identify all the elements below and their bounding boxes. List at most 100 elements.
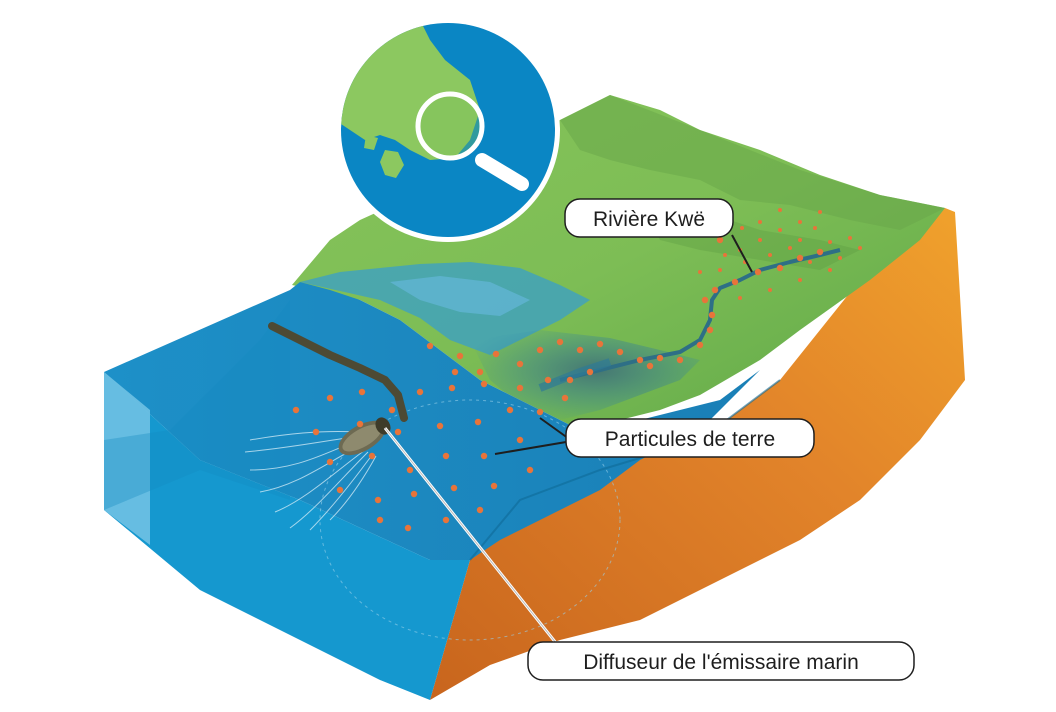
soil-particle: [740, 226, 744, 230]
soil-particle: [701, 296, 709, 304]
soil-particle: [456, 352, 464, 360]
soil-particle: [738, 296, 742, 300]
sea-front-face: [104, 372, 470, 700]
river-label: Rivière Kwë: [593, 208, 705, 231]
diffuser: [338, 417, 391, 456]
river-callout: Rivière Kwë: [564, 198, 734, 238]
particles-label: Particules de terre: [605, 428, 775, 451]
soil-particle: [646, 362, 654, 370]
soil-particle: [480, 380, 488, 388]
soil-particle: [656, 354, 664, 362]
soil-particle: [828, 268, 832, 272]
soil-particle: [506, 406, 514, 414]
soil-particle: [778, 228, 782, 232]
soil-particle: [492, 350, 500, 358]
soil-particle: [838, 256, 842, 260]
soil-particle: [476, 506, 484, 514]
soil-particle: [388, 406, 396, 414]
soil-particle: [586, 368, 594, 376]
diffuser-callout: Diffuseur de l'émissaire marin: [527, 641, 915, 681]
mountain-relief: [560, 95, 945, 230]
soil-particle: [828, 240, 832, 244]
soil-particle: [448, 384, 456, 392]
soil-particle: [768, 253, 772, 257]
soil-particle: [776, 264, 784, 272]
soil-particle: [596, 340, 604, 348]
soil-particle: [616, 348, 624, 356]
soil-particle: [544, 376, 552, 384]
soil-particle: [474, 418, 482, 426]
soil-particle: [451, 368, 459, 376]
diffuser-jets: [244, 430, 377, 531]
particles-callout: Particules de terre: [565, 418, 815, 458]
soil-particle: [406, 466, 414, 474]
soil-particle: [442, 516, 450, 524]
soil-particle: [516, 360, 524, 368]
seafloor-slope: [104, 300, 290, 510]
soil-particle: [490, 482, 498, 490]
soil-particle: [426, 342, 434, 350]
soil-particle: [516, 436, 524, 444]
soil-particle: [718, 268, 722, 272]
kwe-river-mouth: [538, 358, 612, 392]
soil-particle: [708, 311, 716, 319]
soil-particles: [292, 208, 862, 532]
soil-particle: [711, 286, 719, 294]
soil-particle: [516, 384, 524, 392]
soil-particle: [404, 524, 412, 532]
soil-particle: [376, 516, 384, 524]
sea-surface: [104, 282, 760, 560]
shallow-bay: [300, 262, 590, 355]
river-leader-line: [731, 234, 753, 273]
soil-particle: [813, 226, 817, 230]
soil-particle: [450, 484, 458, 492]
inset-islands: [364, 135, 404, 178]
inner-bay: [390, 276, 530, 316]
soil-particle: [336, 486, 344, 494]
soil-particle: [566, 376, 574, 384]
soil-particle: [556, 338, 564, 346]
soil-particle: [706, 326, 714, 334]
soil-particle: [788, 246, 792, 250]
diffuser-leader-line: [383, 427, 562, 649]
soil-particle: [731, 278, 739, 286]
particles-leader-line: [494, 440, 573, 455]
soil-particle: [716, 236, 724, 244]
soil-particle: [368, 452, 376, 460]
diffuser-label: Diffuseur de l'émissaire marin: [583, 651, 859, 674]
location-map-magnifier-icon: [336, 18, 560, 242]
soil-particle: [326, 458, 334, 466]
soil-particle: [292, 406, 300, 414]
soil-particle: [476, 368, 484, 376]
soil-particle: [312, 428, 320, 436]
soil-particle: [818, 210, 822, 214]
soil-particle: [796, 254, 804, 262]
soil-particle: [356, 420, 364, 428]
dispersion-range-arc: [319, 399, 621, 641]
soil-particle: [723, 253, 727, 257]
soil-particle: [576, 346, 584, 354]
soil-particle: [480, 452, 488, 460]
soil-particle: [758, 220, 762, 224]
outfall-pipeline: [268, 322, 408, 422]
soil-particle: [798, 238, 802, 242]
soil-particle: [778, 208, 782, 212]
soil-particle: [561, 394, 569, 402]
sea-left-face: [104, 372, 150, 545]
soil-particle: [816, 248, 824, 256]
soil-particle: [442, 452, 450, 460]
soil-particle: [526, 466, 534, 474]
soil-particle: [758, 238, 762, 242]
soil-particle: [858, 246, 862, 250]
soil-particle: [754, 268, 762, 276]
soil-particle: [676, 356, 684, 364]
soil-particle: [394, 428, 402, 436]
soil-particle: [536, 408, 544, 416]
magnifier-handle: [475, 153, 529, 191]
soil-particle: [358, 388, 366, 396]
soil-particle: [696, 341, 704, 349]
soil-particle: [636, 356, 644, 364]
diffuser-leader-line-outline: [384, 427, 561, 649]
soil-particle: [808, 260, 812, 264]
soil-particle: [798, 278, 802, 282]
